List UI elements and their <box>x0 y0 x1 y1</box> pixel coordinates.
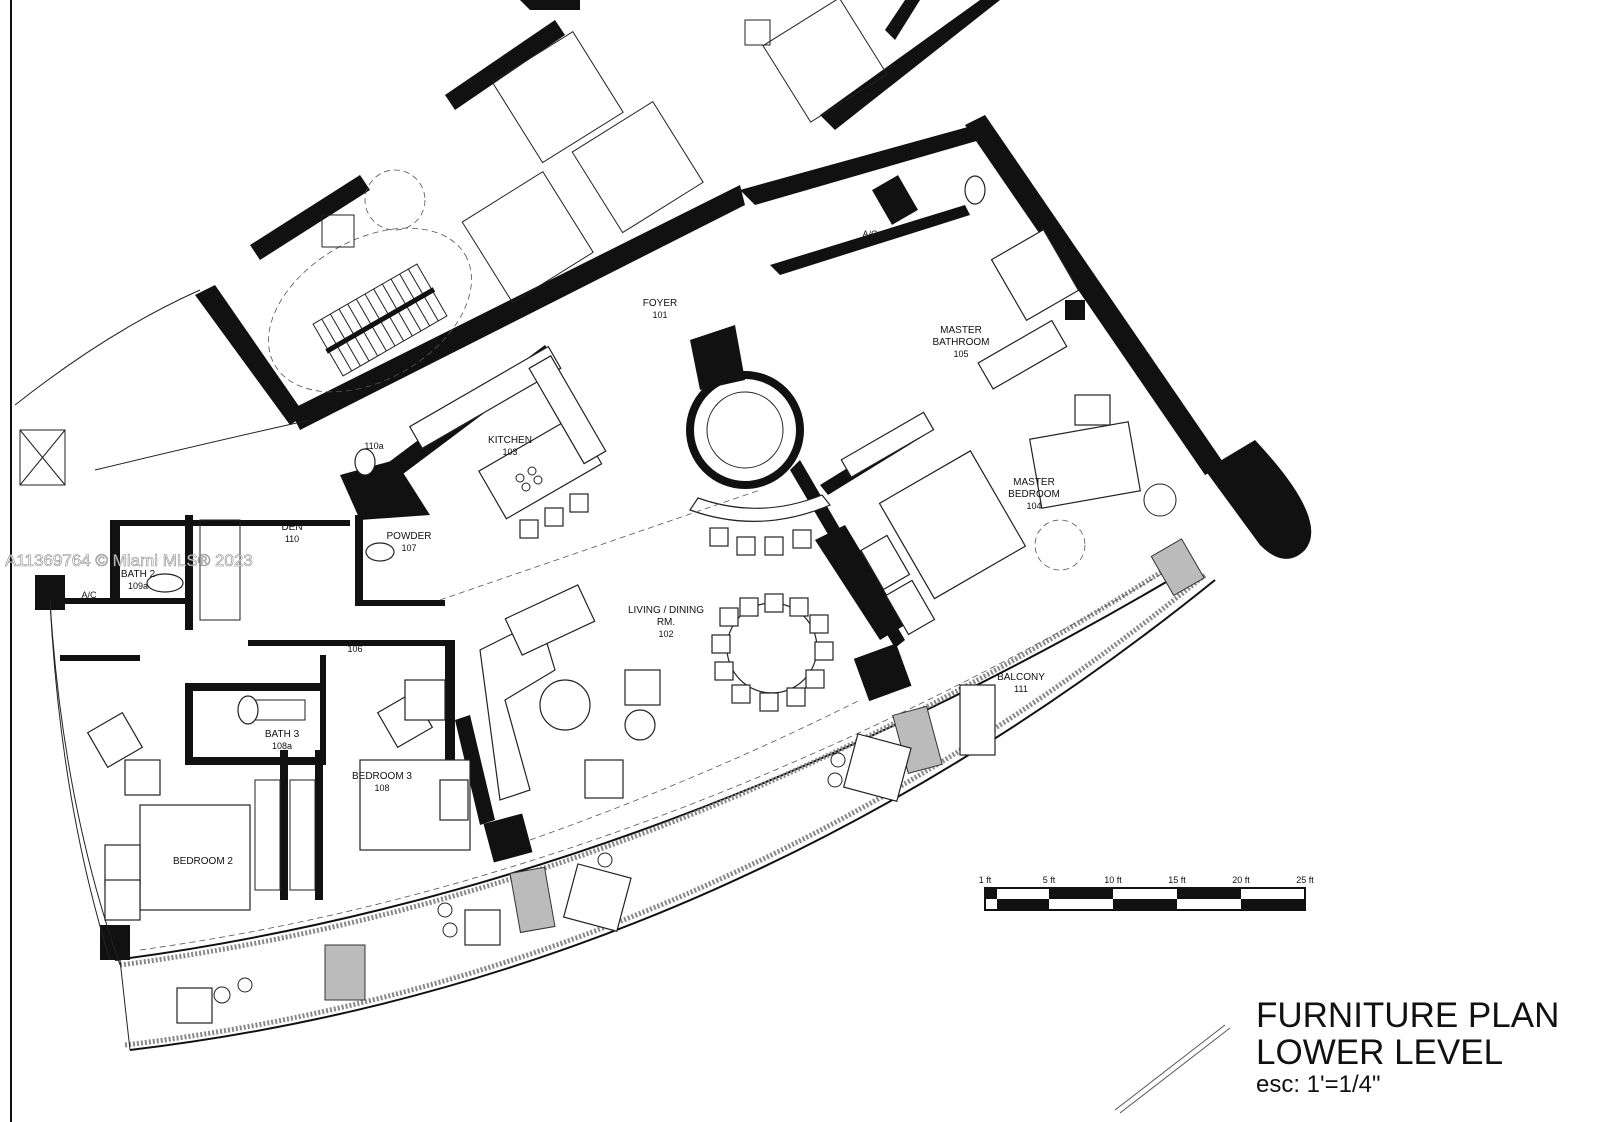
leader-line-2 <box>1119 1027 1231 1114</box>
room-foyer-name: FOYER <box>643 298 677 309</box>
room-bedroom3-number: 108 <box>374 783 389 793</box>
ac-label-master: A/C <box>862 229 878 239</box>
room-hall-number: 106 <box>347 644 362 654</box>
room-living-number: 102 <box>658 629 673 639</box>
room-living-name: LIVING / DINING <box>628 605 704 616</box>
room-labels: FOYER 101 KITCHEN 103 LIVING / DINING RM… <box>81 229 1059 867</box>
plan-level: LOWER LEVEL <box>1256 1033 1504 1072</box>
room-living-name2: RM. <box>657 617 675 628</box>
room-bath2-name: BATH 2 <box>121 569 156 580</box>
room-master-bed-number: 104 <box>1026 501 1041 511</box>
scale-tick-15: 15 ft <box>1168 875 1186 885</box>
room-balcony-number: 111 <box>1014 684 1028 694</box>
title-block: FURNITURE PLAN LOWER LEVEL esc: 1'=1/4" <box>1256 998 1559 1097</box>
scale-tick-10: 10 ft <box>1104 875 1122 885</box>
plan-scale-note: esc: 1'=1/4" <box>1256 1071 1381 1098</box>
plan-title: FURNITURE PLAN <box>1256 996 1560 1035</box>
room-bedroom2-name: BEDROOM 2 <box>173 856 233 867</box>
room-bath3-number: 108a <box>272 741 292 751</box>
room-kitchen-number: 103 <box>502 447 517 457</box>
room-kitchen-name: KITCHEN <box>488 435 532 446</box>
scale-bar: 1 ft 5 ft 10 ft 15 ft 20 ft 25 ft <box>979 875 1314 911</box>
walls <box>14 115 1312 960</box>
room-master-bed-name: MASTER <box>1013 477 1055 488</box>
ac-label: A/C <box>81 590 97 600</box>
scale-tick-1: 1 ft <box>979 875 992 885</box>
room-den-number: 110 <box>285 534 299 544</box>
room-master-bath-name: MASTER <box>940 325 982 336</box>
scale-tick-20: 20 ft <box>1232 875 1250 885</box>
scale-tick-25: 25 ft <box>1296 875 1314 885</box>
room-den-name: DEN <box>281 522 302 533</box>
room-bedroom3-name: BEDROOM 3 <box>352 771 412 782</box>
leader-line <box>1114 1024 1226 1111</box>
room-powder-number: 107 <box>401 543 416 553</box>
room-powder-name: POWDER <box>387 531 432 542</box>
room-master-bed-name2: BEDROOM <box>1008 489 1060 500</box>
building-core <box>195 0 1000 430</box>
room-bath2-number: 109a <box>128 581 148 591</box>
room-foyer-number: 101 <box>652 310 667 320</box>
watermark: A11369764 © Miami MLS® 2023 <box>5 551 253 570</box>
furniture <box>86 175 1205 1024</box>
room-master-bath-number: 105 <box>953 349 968 359</box>
room-bath3-name: BATH 3 <box>265 729 300 740</box>
scale-tick-5: 5 ft <box>1043 875 1056 885</box>
balcony-outline <box>49 557 1216 1051</box>
room-balcony-name: BALCONY <box>997 672 1045 683</box>
room-master-bath-name2: BATHROOM <box>932 337 989 348</box>
room-closet-110a-number: 110a <box>364 441 383 451</box>
